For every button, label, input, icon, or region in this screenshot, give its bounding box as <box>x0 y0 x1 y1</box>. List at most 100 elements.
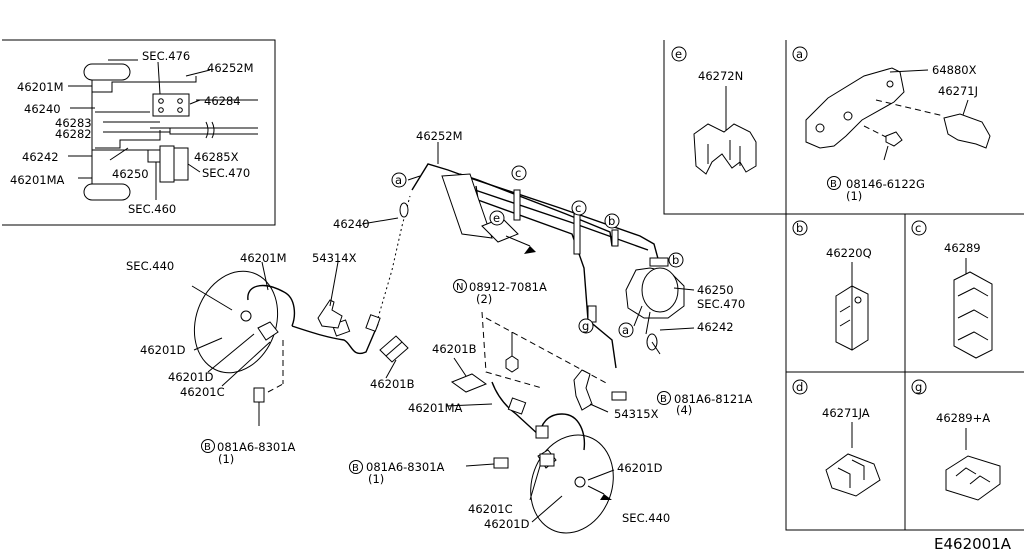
inset-label-46201m: 46201M <box>17 80 64 94</box>
inset-label-46284: 46284 <box>204 94 241 108</box>
clip-46289a <box>945 455 1001 501</box>
svg-text:e: e <box>493 211 500 225</box>
detail-panel-b: b 46220Q <box>792 220 872 351</box>
label-46201d-c: 46201D <box>484 517 530 531</box>
bracket-54315x <box>573 369 593 411</box>
panel-c-part: 46289 <box>944 241 981 255</box>
label-08912-7081a: 08912-7081A <box>469 280 547 294</box>
bolt-marker-b-left <box>201 439 215 453</box>
inset-booster <box>159 145 175 183</box>
bolt-marker-b-left-letter: B <box>204 442 211 453</box>
svg-text:c: c <box>515 166 521 180</box>
label-46250: 46250 <box>697 283 734 297</box>
inset-label-46252m: 46252M <box>207 61 254 75</box>
detail-panel-d: d 46271JA <box>792 379 881 497</box>
svg-text:c: c <box>575 201 581 215</box>
left-brake-hose-46201m <box>247 284 296 327</box>
svg-text:B: B <box>830 179 837 190</box>
bolt-08146-6122g <box>885 131 903 147</box>
label-54315x: 54315X <box>614 407 659 421</box>
panel-d-part: 46271JA <box>822 406 870 420</box>
label-46252m: 46252M <box>416 129 463 143</box>
panel-a-bolt-qty: (1) <box>846 189 862 203</box>
clip-46201b-left <box>379 335 409 363</box>
label-46201d-a: 46201D <box>140 343 186 357</box>
bolt-081a6-8301a-left <box>253 387 265 403</box>
label-081a6-8121a-qty: (4) <box>676 403 692 417</box>
nut-08912-7081a <box>505 355 519 373</box>
clip-46201b-right <box>450 373 488 393</box>
detail-panel-c: c 46289 <box>911 220 993 359</box>
panel-a-letter: a <box>796 47 803 61</box>
bolt-081a6-8121a <box>611 391 627 401</box>
label-46201c-b: 46201C <box>468 502 513 516</box>
panel-b-part: 46220Q <box>826 246 872 260</box>
right-brake-backing-plate <box>530 434 614 534</box>
bracket-64880x <box>805 67 905 149</box>
label-54314x: 54314X <box>312 251 357 265</box>
inset-label-46201ma: 46201MA <box>10 173 65 187</box>
label-sec440-left: SEC.440 <box>126 259 174 273</box>
label-46201c-a: 46201C <box>180 385 225 399</box>
label-081a6-8301a-left-qty: (1) <box>218 452 234 466</box>
label-46201b-b: 46201B <box>432 342 477 356</box>
front-left-wheel <box>83 63 131 81</box>
panel-a-part2: 46271J <box>938 84 978 98</box>
panel-a-part1: 64880X <box>932 63 977 77</box>
label-46201m: 46201M <box>240 251 287 265</box>
label-sec470: SEC.470 <box>697 297 745 311</box>
panel-d-letter: d <box>796 380 803 394</box>
bleeder-46201c-right <box>539 453 555 467</box>
label-081a6-8301a-right: 081A6-8301A <box>366 460 445 474</box>
svg-text:b: b <box>608 214 615 228</box>
panel-g-letter: g <box>915 380 922 394</box>
inset-label-sec476: SEC.476 <box>142 49 190 63</box>
panel-b-letter: b <box>796 221 803 235</box>
left-brake-backing-plate <box>193 270 279 374</box>
callout-b-1: b <box>604 213 620 229</box>
label-46201d-d: 46201D <box>617 461 663 475</box>
bolt-marker-b-lower <box>349 460 363 474</box>
panel-c-letter: c <box>915 221 921 235</box>
main-assembly: SEC.440 46201M 54314X 46240 46252M 46201… <box>126 129 753 534</box>
clip-46271j <box>943 113 991 149</box>
svg-text:b: b <box>672 253 679 267</box>
bolt-081a6-8301a-right <box>493 457 509 469</box>
clip-46272n <box>693 123 757 175</box>
callout-a-2: a <box>618 322 634 338</box>
label-08912-7081a-qty: (2) <box>476 292 492 306</box>
detail-panel-g: g 46289+A <box>911 379 1001 501</box>
label-46201ma: 46201MA <box>408 401 463 415</box>
panel-g-part: 46289+A <box>936 411 990 425</box>
label-46201d-b: 46201D <box>168 370 214 384</box>
inset-label-sec470: SEC.470 <box>202 166 250 180</box>
label-46242: 46242 <box>697 320 734 334</box>
detail-panel-e: e 46272N <box>671 46 757 175</box>
tube-assembly-bracket <box>441 173 493 239</box>
detail-panels: e 46272N a 64880X 46271J B 08146-6122G (… <box>663 40 1024 531</box>
label-081a6-8301a-left: 081A6-8301A <box>217 440 296 454</box>
callout-c-1: c <box>511 165 527 181</box>
left-caliper-fitting <box>257 321 279 341</box>
callout-a-top: a <box>391 172 407 188</box>
callout-c-2: c <box>571 200 587 216</box>
inset-label-sec460: SEC.460 <box>128 202 176 216</box>
nut-marker-n <box>453 279 467 293</box>
panel-a-bolt: 08146-6122G <box>846 177 925 191</box>
inset-label-46285x: 46285X <box>194 150 239 164</box>
bolt-marker-b-lower-letter: B <box>352 463 359 474</box>
inset-label-46283: 46283 <box>55 116 92 130</box>
inset-label-46282: 46282 <box>55 127 92 141</box>
label-sec440-right: SEC.440 <box>622 511 670 525</box>
label-081a6-8301a-right-qty: (1) <box>368 472 384 486</box>
svg-text:a: a <box>622 323 629 337</box>
label-46240: 46240 <box>333 217 370 231</box>
inset-valve-block <box>152 93 190 117</box>
left-brake-tube <box>291 323 379 355</box>
inset-label-46242: 46242 <box>22 150 59 164</box>
clip-46289 <box>953 271 993 359</box>
bolt-marker-b-right-letter: B <box>660 394 667 405</box>
svg-text:a: a <box>395 173 402 187</box>
inset-label-46250: 46250 <box>112 167 149 181</box>
